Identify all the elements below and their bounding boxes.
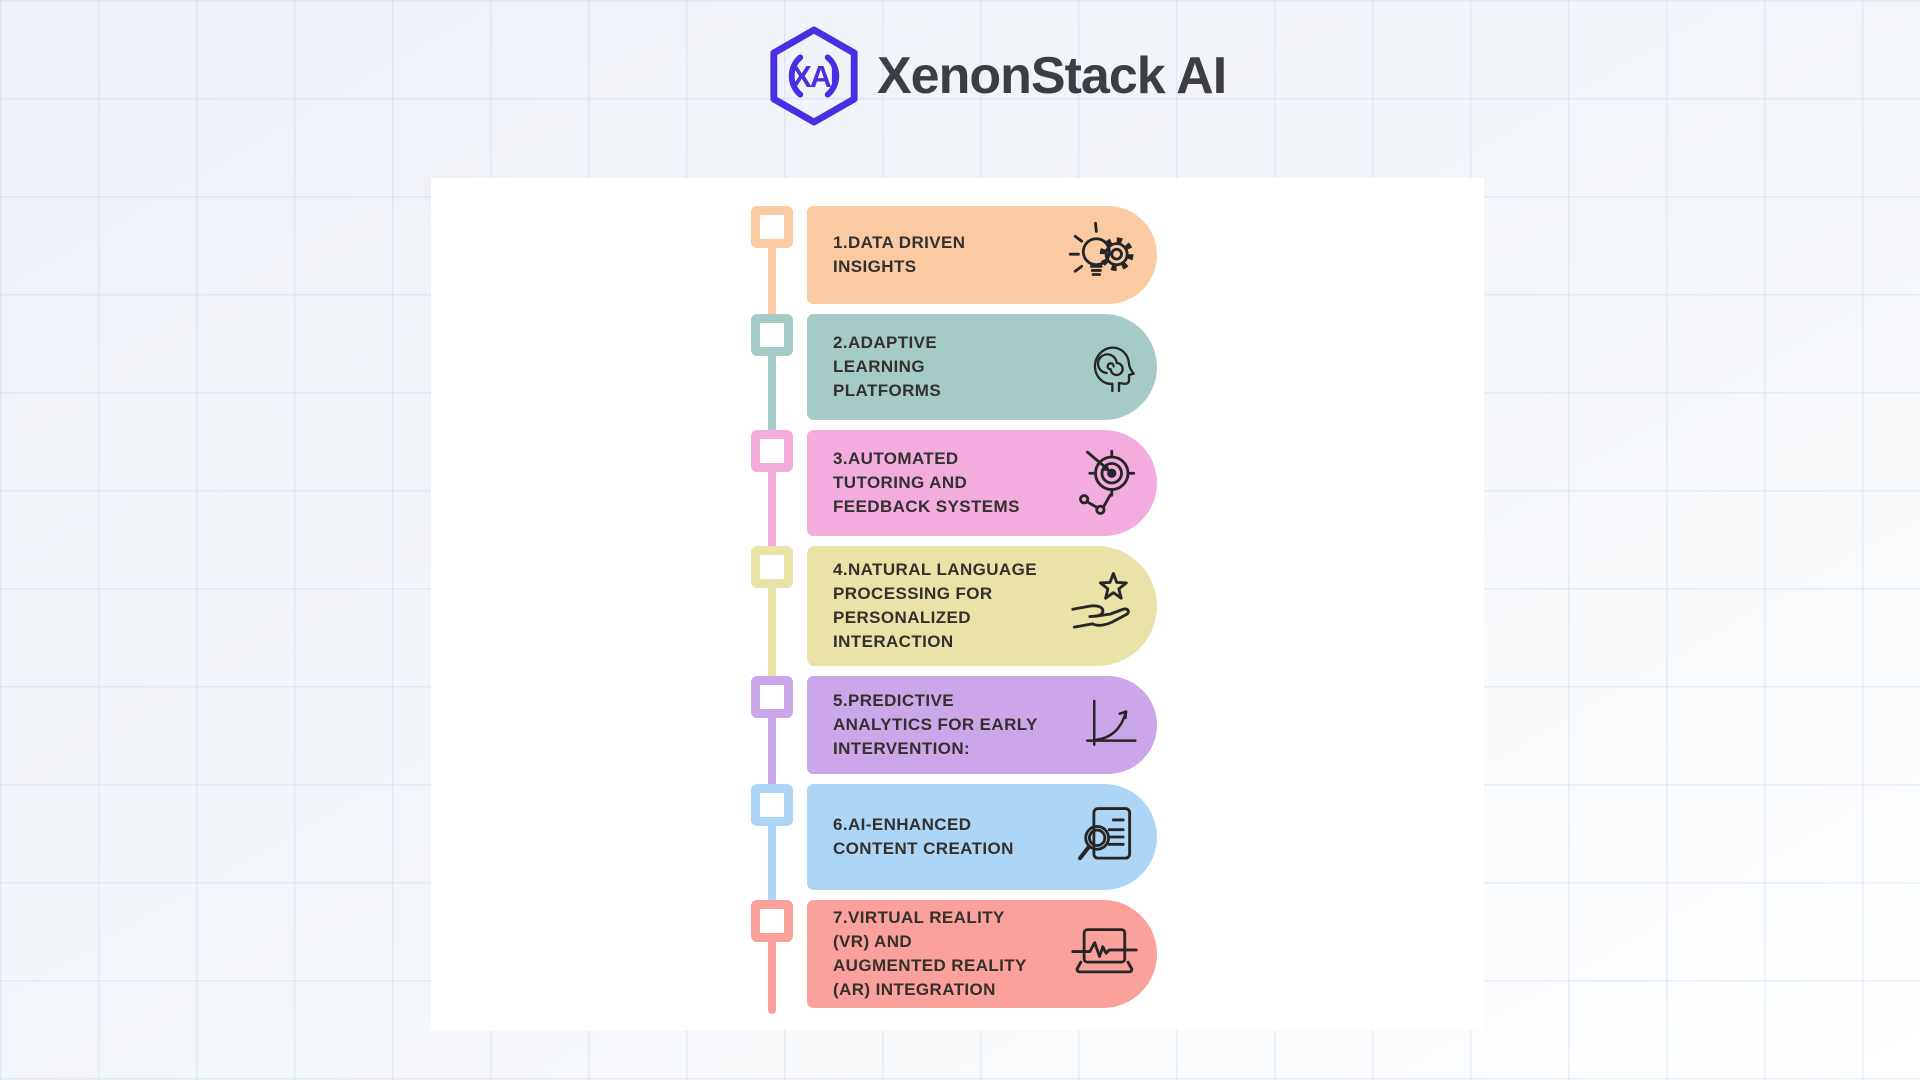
timeline-rail bbox=[751, 314, 807, 430]
timeline-rail bbox=[751, 546, 807, 676]
timeline-item-title: 5.PREDICTIVE ANALYTICS FOR EARLY INTERVE… bbox=[833, 690, 1038, 759]
brand-header: XAI XenonStack AI bbox=[765, 24, 1227, 128]
timeline-pill: 6.AI-ENHANCED CONTENT CREATION bbox=[807, 784, 1157, 890]
laptop-waveform-icon bbox=[1071, 928, 1138, 974]
lightbulb-gear-icon bbox=[1068, 221, 1134, 276]
timeline-rail bbox=[751, 676, 807, 784]
timeline-item-1: 1.DATA DRIVEN INSIGHTS bbox=[751, 206, 1157, 314]
timeline-pill: 4.NATURAL LANGUAGE PROCESSING FOR PERSON… bbox=[807, 546, 1157, 666]
timeline-item-5: 5.PREDICTIVE ANALYTICS FOR EARLY INTERVE… bbox=[751, 676, 1157, 784]
growth-curve-icon bbox=[1085, 699, 1137, 747]
timeline-pill: 5.PREDICTIVE ANALYTICS FOR EARLY INTERVE… bbox=[807, 676, 1157, 774]
timeline-marker bbox=[751, 676, 793, 718]
timeline-rail bbox=[751, 430, 807, 546]
hand-star-icon bbox=[1071, 572, 1130, 629]
logo-monogram: XAI bbox=[792, 60, 837, 94]
timeline-pill: 7.VIRTUAL REALITY (VR) AND AUGMENTED REA… bbox=[807, 900, 1157, 1008]
timeline-connector bbox=[768, 806, 776, 900]
timeline-rail bbox=[751, 784, 807, 900]
timeline-marker bbox=[751, 206, 793, 248]
timeline-item-4: 4.NATURAL LANGUAGE PROCESSING FOR PERSON… bbox=[751, 546, 1157, 676]
timeline-item-title: 4.NATURAL LANGUAGE PROCESSING FOR PERSON… bbox=[833, 559, 1037, 652]
timeline-item-7: 7.VIRTUAL REALITY (VR) AND AUGMENTED REA… bbox=[751, 900, 1157, 1014]
timeline-item-title: 6.AI-ENHANCED CONTENT CREATION bbox=[833, 814, 1014, 858]
timeline-pill: 1.DATA DRIVEN INSIGHTS bbox=[807, 206, 1157, 304]
timeline-marker bbox=[751, 314, 793, 356]
infographic-panel: 1.DATA DRIVEN INSIGHTS bbox=[431, 178, 1484, 1030]
timeline-rail bbox=[751, 900, 807, 1014]
timeline-connector bbox=[768, 336, 776, 430]
timeline-rail bbox=[751, 206, 807, 314]
timeline-marker bbox=[751, 784, 793, 826]
timeline-item-title: 3.AUTOMATED TUTORING AND FEEDBACK SYSTEM… bbox=[833, 448, 1020, 517]
brand-name: XenonStack AI bbox=[877, 47, 1227, 105]
timeline-connector bbox=[768, 568, 776, 676]
head-spiral-icon bbox=[1093, 346, 1135, 393]
timeline: 1.DATA DRIVEN INSIGHTS bbox=[751, 206, 1157, 1014]
timeline-marker bbox=[751, 900, 793, 942]
timeline-connector bbox=[768, 698, 776, 784]
timeline-item-title: 2.ADAPTIVE LEARNING PLATFORMS bbox=[833, 332, 942, 401]
timeline-pill: 2.ADAPTIVE LEARNING PLATFORMS bbox=[807, 314, 1157, 420]
magnifier-document-icon bbox=[1078, 807, 1132, 861]
xenonstack-logo-icon: XAI bbox=[770, 26, 858, 126]
timeline-item-3: 3.AUTOMATED TUTORING AND FEEDBACK SYSTEM… bbox=[751, 430, 1157, 546]
timeline-marker bbox=[751, 430, 793, 472]
timeline-connector bbox=[768, 452, 776, 546]
timeline-item-title: 7.VIRTUAL REALITY (VR) AND AUGMENTED REA… bbox=[833, 907, 1027, 1000]
target-dart-icon bbox=[1079, 449, 1136, 515]
timeline-marker bbox=[751, 546, 793, 588]
timeline-pill: 3.AUTOMATED TUTORING AND FEEDBACK SYSTEM… bbox=[807, 430, 1157, 536]
timeline-item-6: 6.AI-ENHANCED CONTENT CREATION bbox=[751, 784, 1157, 900]
timeline-item-2: 2.ADAPTIVE LEARNING PLATFORMS bbox=[751, 314, 1157, 430]
timeline-item-title: 1.DATA DRIVEN INSIGHTS bbox=[833, 232, 966, 276]
timeline-connector bbox=[768, 228, 776, 314]
timeline-connector bbox=[768, 922, 776, 1014]
